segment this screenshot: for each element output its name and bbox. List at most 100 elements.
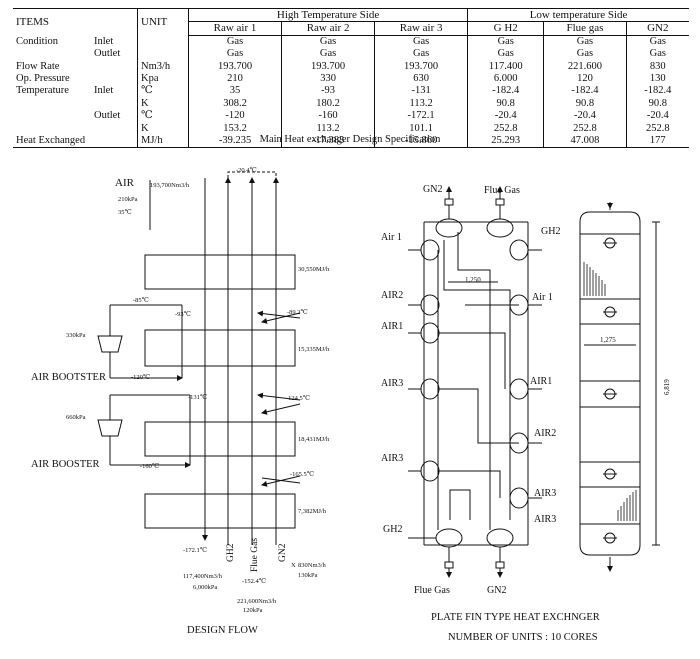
value-cell: 308.2 (187, 97, 282, 111)
value-cell: -20.4 (467, 110, 544, 123)
value-cell: -160 (281, 110, 375, 123)
unit-cell (137, 35, 189, 49)
stream-col: Raw air 2 (281, 21, 375, 36)
item-cell: Outlet (13, 110, 138, 122)
item-sub: Outlet (94, 48, 121, 60)
value-cell: 6.000 (467, 73, 544, 86)
unit-cell: Nm3/h (137, 60, 189, 74)
temp-124: -124.5℃ (286, 395, 311, 402)
table-row: Outlet℃-120-160-172.1-20.4-20.4-20.4 (13, 110, 689, 123)
pf-gn2-top: GN2 (423, 184, 443, 195)
value-cell: Gas (625, 48, 689, 61)
stream-col: GN2 (625, 21, 689, 36)
value-cell: Gas (467, 35, 544, 49)
pf-flue-bottom: Flue Gas (414, 585, 450, 596)
stream-col: G H2 (467, 21, 544, 36)
item-cell: Outlet (13, 48, 138, 60)
pf-dim-core: 1,275 (600, 336, 616, 344)
value-cell: -20.4 (625, 110, 689, 123)
value-cell: 90.8 (467, 97, 544, 111)
pf-caption: PLATE FIN TYPE HEAT EXCHNGER (431, 612, 600, 623)
unit-cell: ℃ (137, 110, 189, 123)
value-cell: 113.2 (374, 97, 468, 111)
value-cell: Gas (281, 35, 375, 49)
item-cell: Flow Rate (13, 61, 138, 73)
gn2-flow: 830Nm3/h (298, 562, 326, 569)
value-cell: 193.700 (187, 60, 282, 74)
value-cell: 193.700 (374, 60, 468, 74)
unit-cell: K (137, 122, 189, 136)
hx-block-3 (144, 421, 296, 457)
value-cell: -39.235 (187, 135, 282, 149)
duty-1: 30,550MJ/h (298, 266, 330, 273)
item-cell: Heat Exchanged (13, 135, 138, 149)
value-cell: Gas (374, 48, 468, 61)
value-cell: 47.008 (543, 135, 627, 149)
gn2-marker: X (291, 562, 296, 569)
pf-air1-left: Air 1 (381, 232, 402, 243)
pf-air3-right: AIR3 (534, 488, 557, 499)
item-label: Heat Exchanged (16, 135, 86, 147)
air-flow: 193,700Nm3/h (150, 182, 190, 189)
pf-air3-left: AIR3 (381, 378, 404, 389)
booster2-label: AIR BOOSTER (31, 459, 100, 470)
stream-col: Flue gas (543, 21, 627, 36)
pf-dim-width: 1,250 (465, 276, 481, 284)
value-cell: -182.4 (467, 85, 544, 98)
value-cell: 252.8 (543, 122, 627, 136)
high-side-header: High Temperature Side (187, 7, 468, 23)
value-cell: -93 (281, 85, 375, 98)
value-cell: 101.1 (374, 122, 468, 136)
pf-gh2-left: GH2 (383, 524, 403, 535)
item-sub: Inlet (94, 35, 114, 47)
table-caption: Main Heat exchanger Design Specification (259, 134, 441, 145)
booster1-pressure: 330kPa (66, 332, 86, 339)
duty-2: 15,335MJ/h (298, 346, 330, 353)
hx-block-1 (144, 254, 296, 290)
flue-pressure: 120kPa (243, 607, 263, 614)
temp-160: -160℃ (140, 463, 160, 470)
hx-block-2 (144, 329, 296, 367)
temp-152: -152.4℃ (242, 578, 267, 585)
pf-air3-right2: AIR3 (534, 514, 557, 525)
air-temp: 35℃ (118, 209, 132, 216)
value-cell: 193.700 (281, 60, 375, 74)
temp-120: -120℃ (131, 374, 151, 381)
value-cell: -15.860 (374, 135, 468, 149)
duty-3: 18,431MJ/h (298, 436, 330, 443)
booster2-pressure: 660kPa (66, 414, 86, 421)
temp-85: -85℃ (133, 297, 149, 304)
value-cell: 210 (187, 73, 282, 86)
unit-cell (137, 48, 189, 61)
design-flow-caption: DESIGN FLOW (187, 625, 258, 636)
low-side-header: Low temperature Side (467, 7, 689, 23)
stream-col: Raw air 3 (374, 21, 468, 36)
value-cell: 120 (543, 73, 627, 86)
item-cell: Op. Pressure (13, 73, 138, 85)
value-cell: 25.293 (467, 135, 544, 149)
col-items: ITEMS (13, 8, 138, 36)
unit-cell: MJ/h (137, 135, 189, 149)
pf-gn2-bottom: GN2 (487, 585, 507, 596)
item-label: Flow Rate (16, 60, 60, 72)
value-cell: 630 (374, 73, 468, 86)
value-cell: 180.2 (281, 97, 375, 111)
value-cell: 177 (625, 135, 689, 149)
value-cell: 830 (625, 60, 689, 74)
flue-flow: 221,600Nm3/h (237, 598, 277, 605)
value-cell: -131 (374, 85, 468, 98)
value-cell: -20.4 (543, 110, 627, 123)
value-cell: Gas (467, 48, 544, 61)
value-cell: -182.4 (625, 85, 689, 98)
value-cell: Gas (543, 48, 627, 61)
value-cell: Gas (281, 48, 375, 61)
duty-4: 7,382MJ/h (298, 508, 326, 515)
unit-cell: K (137, 97, 189, 111)
col-unit: UNIT (137, 8, 189, 36)
